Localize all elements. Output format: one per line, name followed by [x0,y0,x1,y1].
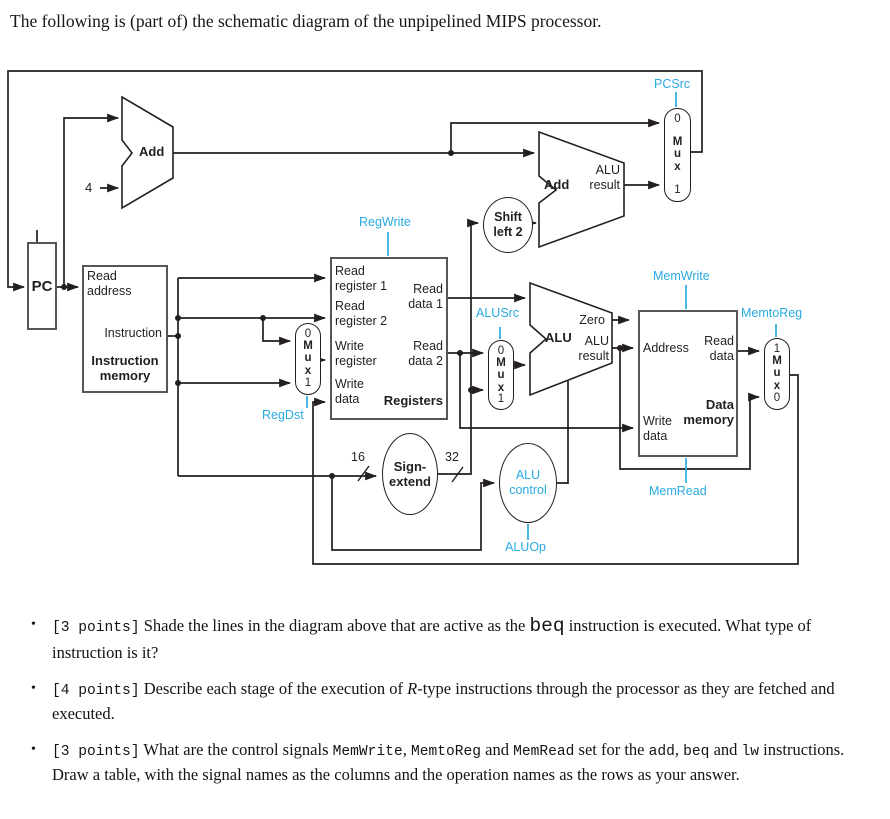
aluop-signal-label: ALUOp [505,540,546,554]
question-item: • [3 points] Shade the lines in the diagr… [31,613,879,664]
imem-instruction-port: Instruction [104,326,162,340]
question-item: • [4 points] Describe each stage of the e… [31,677,879,725]
reg-read-register2-port: Read register 2 [335,299,388,328]
junction-dots [61,150,623,479]
regdst-signal-label: RegDst [262,408,304,422]
question-item: • [3 points] What are the control signals… [31,738,879,786]
mux-label: M u x [496,356,506,394]
reg-read-data2-port: Read data 2 [408,339,443,368]
alusrc-signal-label: ALUSrc [476,306,520,320]
reg-read-data1-port: Read data 1 [408,282,443,311]
bullet-marker: • [31,681,36,697]
sign-extend-unit: Sign- extend [382,433,438,515]
mux-label: M u x [672,135,683,173]
branch-adder-shape [538,130,625,249]
memtoreg-signal-label: MemtoReg [741,306,803,320]
regwrite-signal-label: RegWrite [359,215,411,229]
shift-left-2-unit: Shift left 2 [483,197,533,253]
questions-list: • [3 points] Shade the lines in the diagr… [31,613,879,799]
data-memory-label: Data memory [683,397,734,427]
mux-input-1: 1 [497,393,505,405]
alu-control-label: ALU control [509,468,547,497]
mux-input-0: 0 [773,391,781,404]
instruction-memory-label: Instruction memory [91,353,159,383]
instruction-memory [82,265,168,393]
regdst-mux: 0 M u x 1 [295,323,321,395]
page-title: The following is (part of) the schematic… [10,11,602,31]
register-file [330,257,448,420]
alu-label: ALU [545,330,572,345]
mux-input-0: 0 [674,113,681,125]
mux-input-1: 1 [773,343,781,355]
mux-label: M u x [303,339,313,377]
alu-result-label: ALU result [578,334,609,363]
datapath-wiring [7,70,799,565]
registers-label: Registers [383,393,443,408]
constant-4-label: 4 [85,180,93,195]
memwrite-signal-label: MemWrite [653,269,710,283]
branch-adder-label: Add [544,177,570,192]
mux-input-0: 0 [304,328,312,340]
bullet-marker: • [31,617,36,632]
reg-read-register1-port: Read register 1 [335,264,388,293]
zero-output-label: Zero [579,313,605,327]
bullet-marker: • [31,742,36,758]
mux-input-1: 1 [674,183,681,196]
pc-label: PC [31,277,53,295]
pc-adder-label: Add [139,144,165,159]
alusrc-mux: 0 M u x 1 [488,340,514,410]
question-text: [3 points] What are the control signals … [52,740,845,784]
bitwidth-16-label: 16 [351,450,365,464]
reg-write-register-port: Write register [335,339,377,368]
bitwidth-32-label: 32 [445,450,459,464]
pcsrc-mux: 0 M u x 1 [664,108,691,202]
mux-input-1: 1 [304,376,312,389]
alu-control-unit: ALU control [499,443,557,523]
branch-adder-result-label: ALU result [589,163,620,192]
question-text: [4 points] Describe each stage of the ex… [52,679,835,723]
reg-write-data-port: Write data [335,377,364,406]
data-memory [638,310,738,457]
imem-read-address-port: Read address [87,269,132,298]
pc-register: PC [27,242,57,330]
question-text: [3 points] Shade the lines in the diagra… [52,615,812,662]
alu-adder-shapes [121,95,625,397]
sign-extend-label: Sign- extend [389,458,431,489]
dmem-address-port: Address [643,341,689,355]
main-alu-shape [529,281,613,397]
mux-input-0: 0 [497,345,505,357]
pcsrc-signal-label: PCSrc [654,77,691,91]
dmem-read-data-port: Read data [704,334,734,363]
mux-label: M u x [772,354,782,392]
control-signal-ticks [306,92,777,540]
pc-adder-shape [121,95,174,210]
shift-left-2-label: Shift left 2 [493,210,523,239]
memread-signal-label: MemRead [649,484,707,498]
memtoreg-mux: 1 M u x 0 [764,338,790,410]
dmem-write-data-port: Write data [643,414,672,443]
